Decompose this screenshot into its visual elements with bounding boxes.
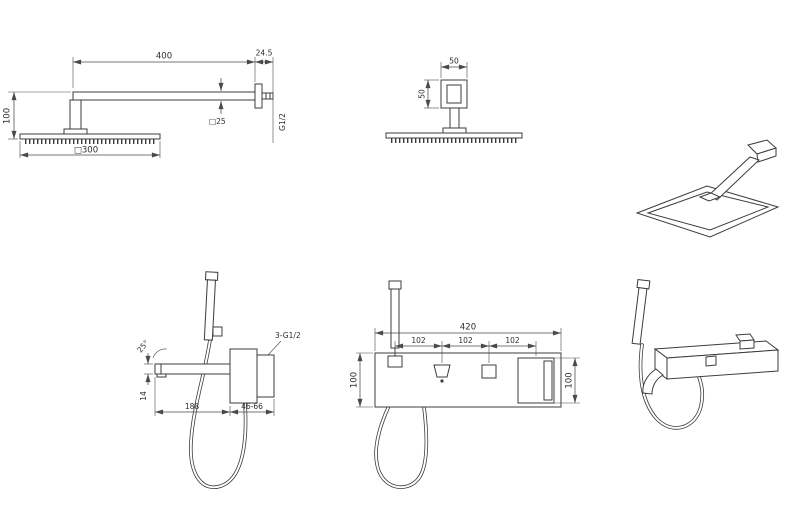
shower-arm-bar [708,156,760,201]
dim-label-holder-angle: 25° [135,338,151,354]
dim-label-connections: 3-G1/2 [275,331,301,340]
shower-head-plate [19,133,161,140]
wall-flange [254,83,263,109]
dim-arm-section: □25 [209,78,226,126]
hand-shower-hose-inner [375,406,428,489]
handle-knob-front [739,339,755,350]
dim-head-size: □300 [19,141,161,158]
diverter-dot [440,379,444,383]
dim-plate-width: 420 [374,323,562,351]
view-shower-head-side: 400 24.5 100 □300 □25 G1/2 [3,49,287,158]
dim-label-spout-reach: 188 [185,402,200,411]
dim-label-port-spacing-1: 102 [411,336,426,345]
dim-label-bracket-height: 50 [418,89,427,99]
view-shower-head-3d [635,139,780,238]
dim-label-plate-width: 420 [460,323,476,333]
hand-shower-hose-inner [639,344,704,429]
wand-holder [212,326,223,337]
wand-head [388,280,402,290]
drop-flange [442,127,467,134]
dim-label-plate-height: 100 [350,372,360,388]
dim-spout-height: 14 [139,353,153,401]
shower-arm [72,91,256,101]
drop-pipe [69,99,82,130]
dim-label-port-spacing-2: 102 [458,336,473,345]
dim-bracket-height: 50 [418,79,439,109]
dim-drop-height: 100 [3,91,71,140]
wand-holder [387,355,403,368]
dim-arm-length: 400 [72,52,256,88]
dim-spout-reach: 188 [154,377,231,416]
dim-label-spout-height: 14 [139,391,148,401]
dim-plate-height: 100 [350,352,373,408]
spout [154,363,231,375]
hand-shower-wand [631,278,651,345]
dim-label-port-spacing-3: 102 [505,336,520,345]
thread-nipple [261,92,274,100]
drop-flange [63,128,88,135]
wand-body [390,288,400,349]
dim-label-wall-offset: 24.5 [256,49,273,58]
dim-label-thread: G1/2 [278,113,287,131]
head-outer-rim [635,185,780,238]
hand-shower-wand [203,271,219,341]
wand-body [631,287,648,345]
view-mixer-side: 25° 3-G1/2 14 188 46-66 [135,271,301,489]
rough-in-valve [256,354,275,398]
dim-label-drop-height: 100 [3,108,13,124]
wall-bracket-inner [446,84,462,104]
drop-pipe [449,107,460,129]
dim-label-head-size: □300 [74,146,98,156]
diverter-button [705,355,717,367]
view-mixer-3d [631,278,780,430]
dim-port-spacing: 102 102 102 [394,336,537,363]
dim-connections: 3-G1/2 [267,331,301,356]
mixer-body [229,348,258,404]
dim-thread: G1/2 [278,113,287,131]
dim-holder-angle: 25° [135,338,168,359]
diverter-knob [433,364,451,378]
wand-body [203,279,216,341]
dim-label-arm-length: 400 [156,52,172,62]
dim-label-arm-section: □25 [209,117,226,126]
dim-wall-depth-range: 46-66 [229,399,275,416]
dim-bracket-width: 50 [440,57,468,78]
head-connector [698,192,722,202]
aerator [156,373,167,378]
dim-wall-offset: 24.5 [254,49,274,143]
leader-line [267,340,282,356]
view-mixer-front: 420 102 102 102 100 100 [350,280,580,489]
dim-label-bracket-width: 50 [449,57,459,66]
dim-label-handle-height: 100 [565,372,575,388]
head-inner-rim [646,191,770,231]
outlet-port [481,364,497,379]
waterfall-spout [642,368,664,395]
dim-handle-height: 100 [554,357,580,404]
shower-head-plate [385,132,523,139]
handle-lever [543,360,553,401]
wand-head [204,271,219,281]
dim-label-wall-depth-range: 46-66 [241,402,263,411]
angle-arc [152,348,168,359]
hand-shower-hose-inner [189,339,247,489]
view-shower-head-front: 50 50 [385,57,523,143]
